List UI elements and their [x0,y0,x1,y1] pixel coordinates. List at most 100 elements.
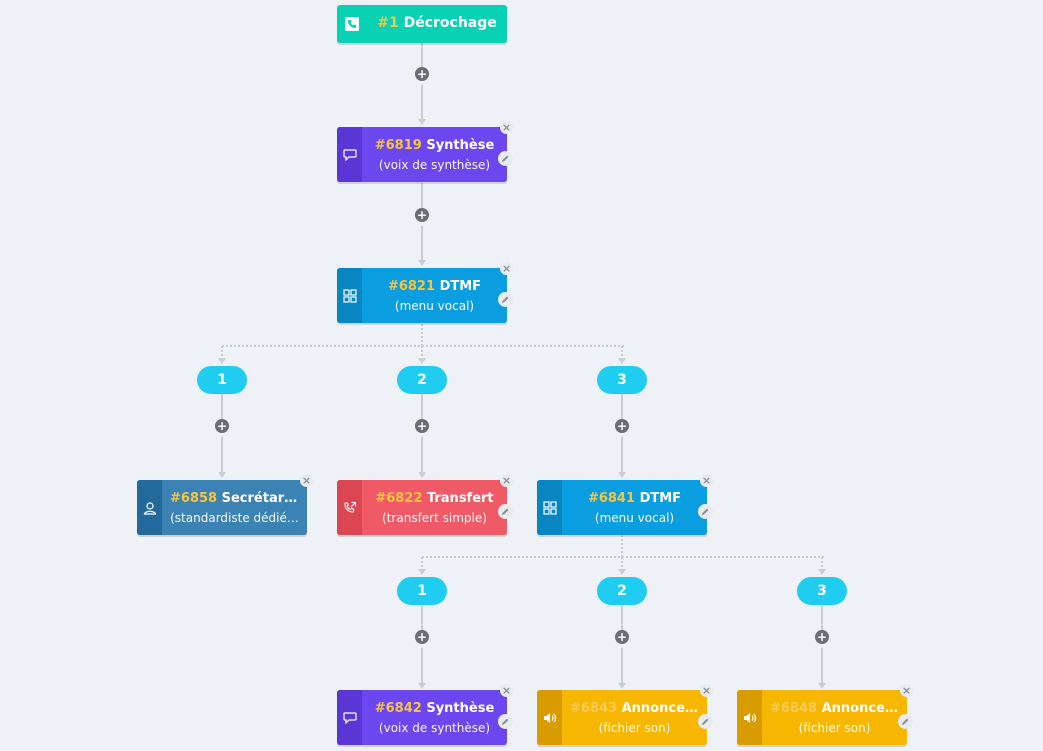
branch-key-3[interactable]: 3 [597,366,647,394]
node-number: #6821 [387,279,436,294]
connector [821,557,823,571]
node-number: #1 [377,15,399,31]
user-icon [137,480,162,535]
connector [221,437,223,472]
connector-arrow [218,472,226,478]
add-step-button[interactable]: + [415,630,429,644]
node-name: Synthèse [426,138,495,153]
edit-node-button[interactable] [498,714,513,729]
add-step-button[interactable]: + [415,419,429,433]
add-step-button[interactable]: + [615,630,629,644]
start-node[interactable]: #1 Décrochage [337,5,507,43]
connector [421,648,423,683]
connector-arrow [618,569,626,575]
speaker-icon [537,690,562,745]
pencil-icon [502,508,509,515]
connector-arrow [618,358,626,364]
node-number: #6822 [375,491,423,506]
connector [621,535,623,557]
node-name: Annonce v… [821,701,907,716]
node-description: (voix de synthèse) [378,721,491,735]
synthese-node[interactable]: #6819 Synthèse (voix de synthèse) × [337,121,513,182]
node-description: (standardiste dédié… [170,511,299,525]
delete-node-button[interactable]: × [500,684,513,697]
connector-arrow [418,569,426,575]
add-step-button[interactable]: + [215,419,229,433]
connector-arrow [418,119,426,125]
connector [421,85,423,119]
connector-arrow [418,358,426,364]
connector [422,556,824,558]
node-description: (fichier son) [798,721,871,735]
transfert-node[interactable]: #6822 Transfert (transfert simple) × [337,474,513,535]
pencil-icon [902,718,909,725]
node-name: Annonce v… [621,701,707,716]
node-number: #6848 [770,701,818,716]
add-step-button[interactable]: + [815,630,829,644]
node-number: #6841 [587,491,636,506]
node-title: #6858 Secrétariat [162,491,307,506]
delete-node-button[interactable]: × [500,262,513,275]
pencil-icon [502,155,509,162]
node-number: #6842 [374,701,422,716]
node-description: (fichier son) [598,721,671,735]
connector [621,648,623,683]
node-title: #6848 Annonce v… [762,701,907,716]
connector-arrow [418,472,426,478]
synthese-node[interactable]: #6842 Synthèse (voix de synthèse) × [337,684,513,745]
delete-node-button[interactable]: × [700,474,713,487]
edit-node-button[interactable] [698,504,713,519]
annonce-node[interactable]: #6848 Annonce v… (fichier son) × [737,684,913,745]
connector [621,557,623,571]
grid-icon [337,268,362,323]
node-title: #6819 Synthèse [362,138,507,153]
edit-node-button[interactable] [498,504,513,519]
add-step-button[interactable]: + [415,67,429,81]
connector [421,394,423,419]
connector [222,345,624,347]
delete-node-button[interactable]: × [900,684,913,697]
connector [221,346,223,360]
connector [421,437,423,472]
connector [621,394,623,419]
node-number: #6819 [374,138,422,153]
dtmf-node[interactable]: #6841 DTMF (menu vocal) × [537,474,713,535]
node-title: #6842 Synthèse [362,701,507,716]
dtmf-node[interactable]: #6821 DTMF (menu vocal) × [337,262,513,323]
connector [621,605,623,630]
delete-node-button[interactable]: × [700,684,713,697]
connector [821,648,823,683]
connector [421,226,423,260]
branch-key-3[interactable]: 3 [797,577,847,605]
edit-node-button[interactable] [898,714,913,729]
delete-node-button[interactable]: × [500,121,513,134]
speech-bubble-icon [337,127,362,182]
branch-key-1[interactable]: 1 [397,577,447,605]
grid-icon [537,480,562,535]
edit-node-button[interactable] [698,714,713,729]
add-step-button[interactable]: + [615,419,629,433]
edit-node-button[interactable] [498,151,513,166]
pencil-icon [702,718,709,725]
annonce-node[interactable]: #6843 Annonce v… (fichier son) × [537,684,713,745]
pencil-icon [502,718,509,725]
node-name: DTMF [439,279,482,294]
add-step-button[interactable]: + [415,208,429,222]
node-title: #6843 Annonce v… [562,701,707,716]
connector [421,183,423,208]
node-description: (menu vocal) [594,511,675,525]
node-name: Décrochage [403,15,497,31]
connector [821,605,823,630]
delete-node-button[interactable]: × [500,474,513,487]
node-name: Secrétariat [221,491,304,506]
phone-icon [345,17,359,31]
branch-key-2[interactable]: 2 [397,366,447,394]
branch-key-2[interactable]: 2 [597,577,647,605]
delete-node-button[interactable]: × [300,474,313,487]
node-title: #6821 DTMF [362,279,507,294]
edit-node-button[interactable] [498,292,513,307]
pencil-icon [702,508,709,515]
start-node-title: #1 Décrochage [367,15,507,31]
branch-key-1[interactable]: 1 [197,366,247,394]
secretariat-node[interactable]: #6858 Secrétariat (standardiste dédié… × [137,474,313,535]
